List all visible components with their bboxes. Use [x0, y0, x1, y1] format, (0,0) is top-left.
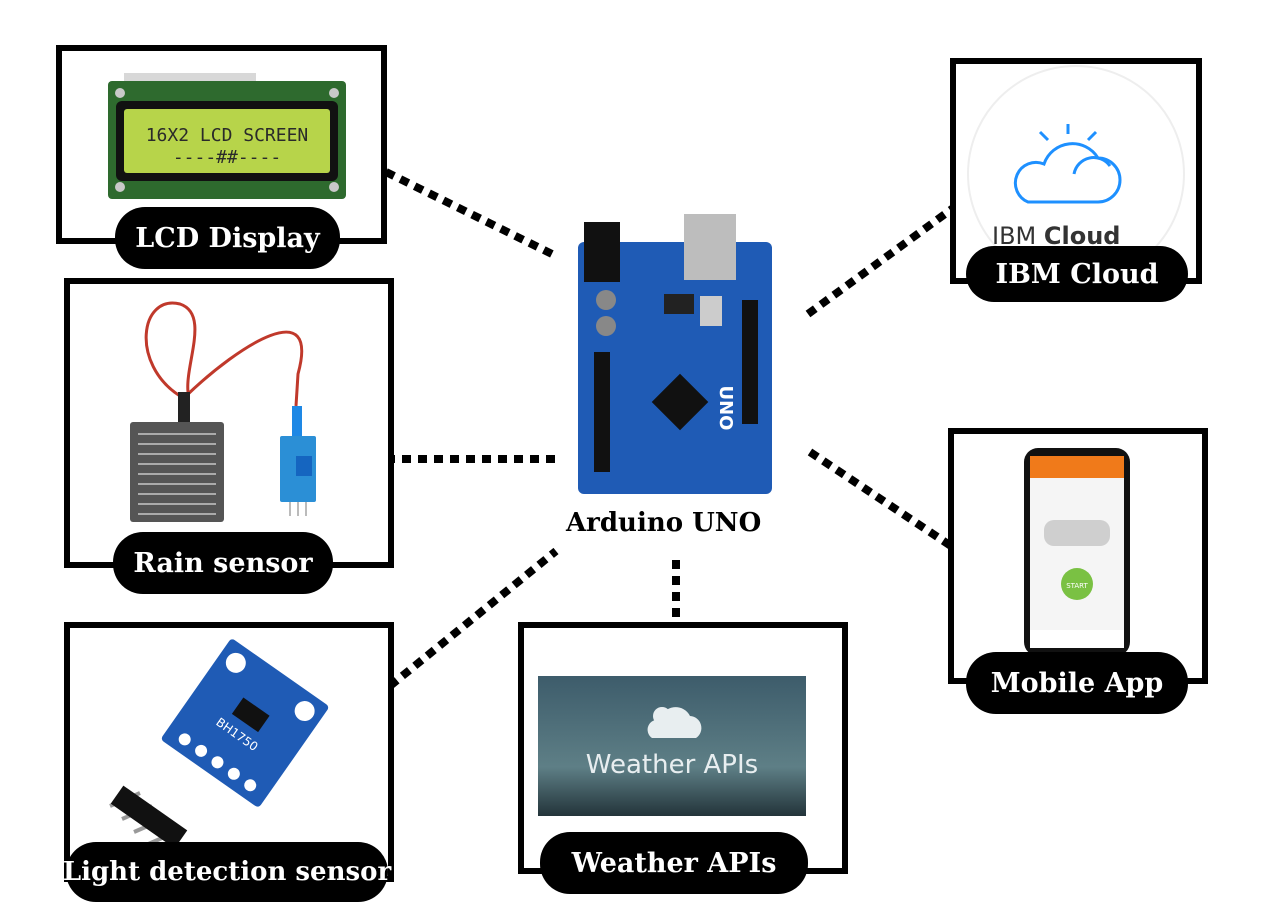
rain-sensor-image — [130, 301, 316, 522]
weather-apis-label: Weather APIs — [540, 832, 808, 894]
rain-sensor-label: Rain sensor — [113, 532, 333, 594]
light-sensor-label: Light detection sensor — [63, 842, 391, 902]
lcd-screen-line2: ----##---- — [173, 147, 281, 168]
light-sensor-image: BH1750 — [109, 639, 329, 849]
mobile-app-image: START — [1024, 448, 1130, 656]
lcd-screen — [124, 109, 330, 173]
lcd-display-label: LCD Display — [115, 207, 340, 269]
light-sensor-card: BH1750 — [64, 622, 394, 882]
rain-sensor-card — [64, 278, 394, 568]
arduino-uno-label: Arduino UNO — [566, 508, 762, 538]
connector-light — [387, 547, 559, 690]
svg-text:IBM Cloud: IBM Cloud — [992, 222, 1120, 250]
ibm-logo-text-bold: Cloud — [1044, 222, 1121, 250]
lcd-screen-line1: 16X2 LCD SCREEN — [146, 125, 309, 146]
ibm-cloud-logo-icon — [1013, 124, 1122, 204]
connector-mobile — [807, 448, 957, 552]
lcd-display-image: 16X2 LCD SCREEN ----##---- — [108, 73, 346, 199]
ibm-cloud-image: IBM Cloud — [967, 65, 1185, 278]
ibm-logo-text-light: IBM — [992, 222, 1036, 250]
mobile-app-card: START — [948, 428, 1208, 684]
weather-banner-text: Weather APIs — [586, 750, 758, 780]
weather-apis-image: Weather APIs — [538, 676, 806, 816]
mobile-app-label: Mobile App — [966, 652, 1188, 714]
connector-ibm — [805, 202, 959, 318]
ibm-cloud-label: IBM Cloud — [966, 246, 1188, 302]
connector-lcd — [384, 168, 558, 260]
mobile-start-text: START — [1066, 582, 1088, 590]
